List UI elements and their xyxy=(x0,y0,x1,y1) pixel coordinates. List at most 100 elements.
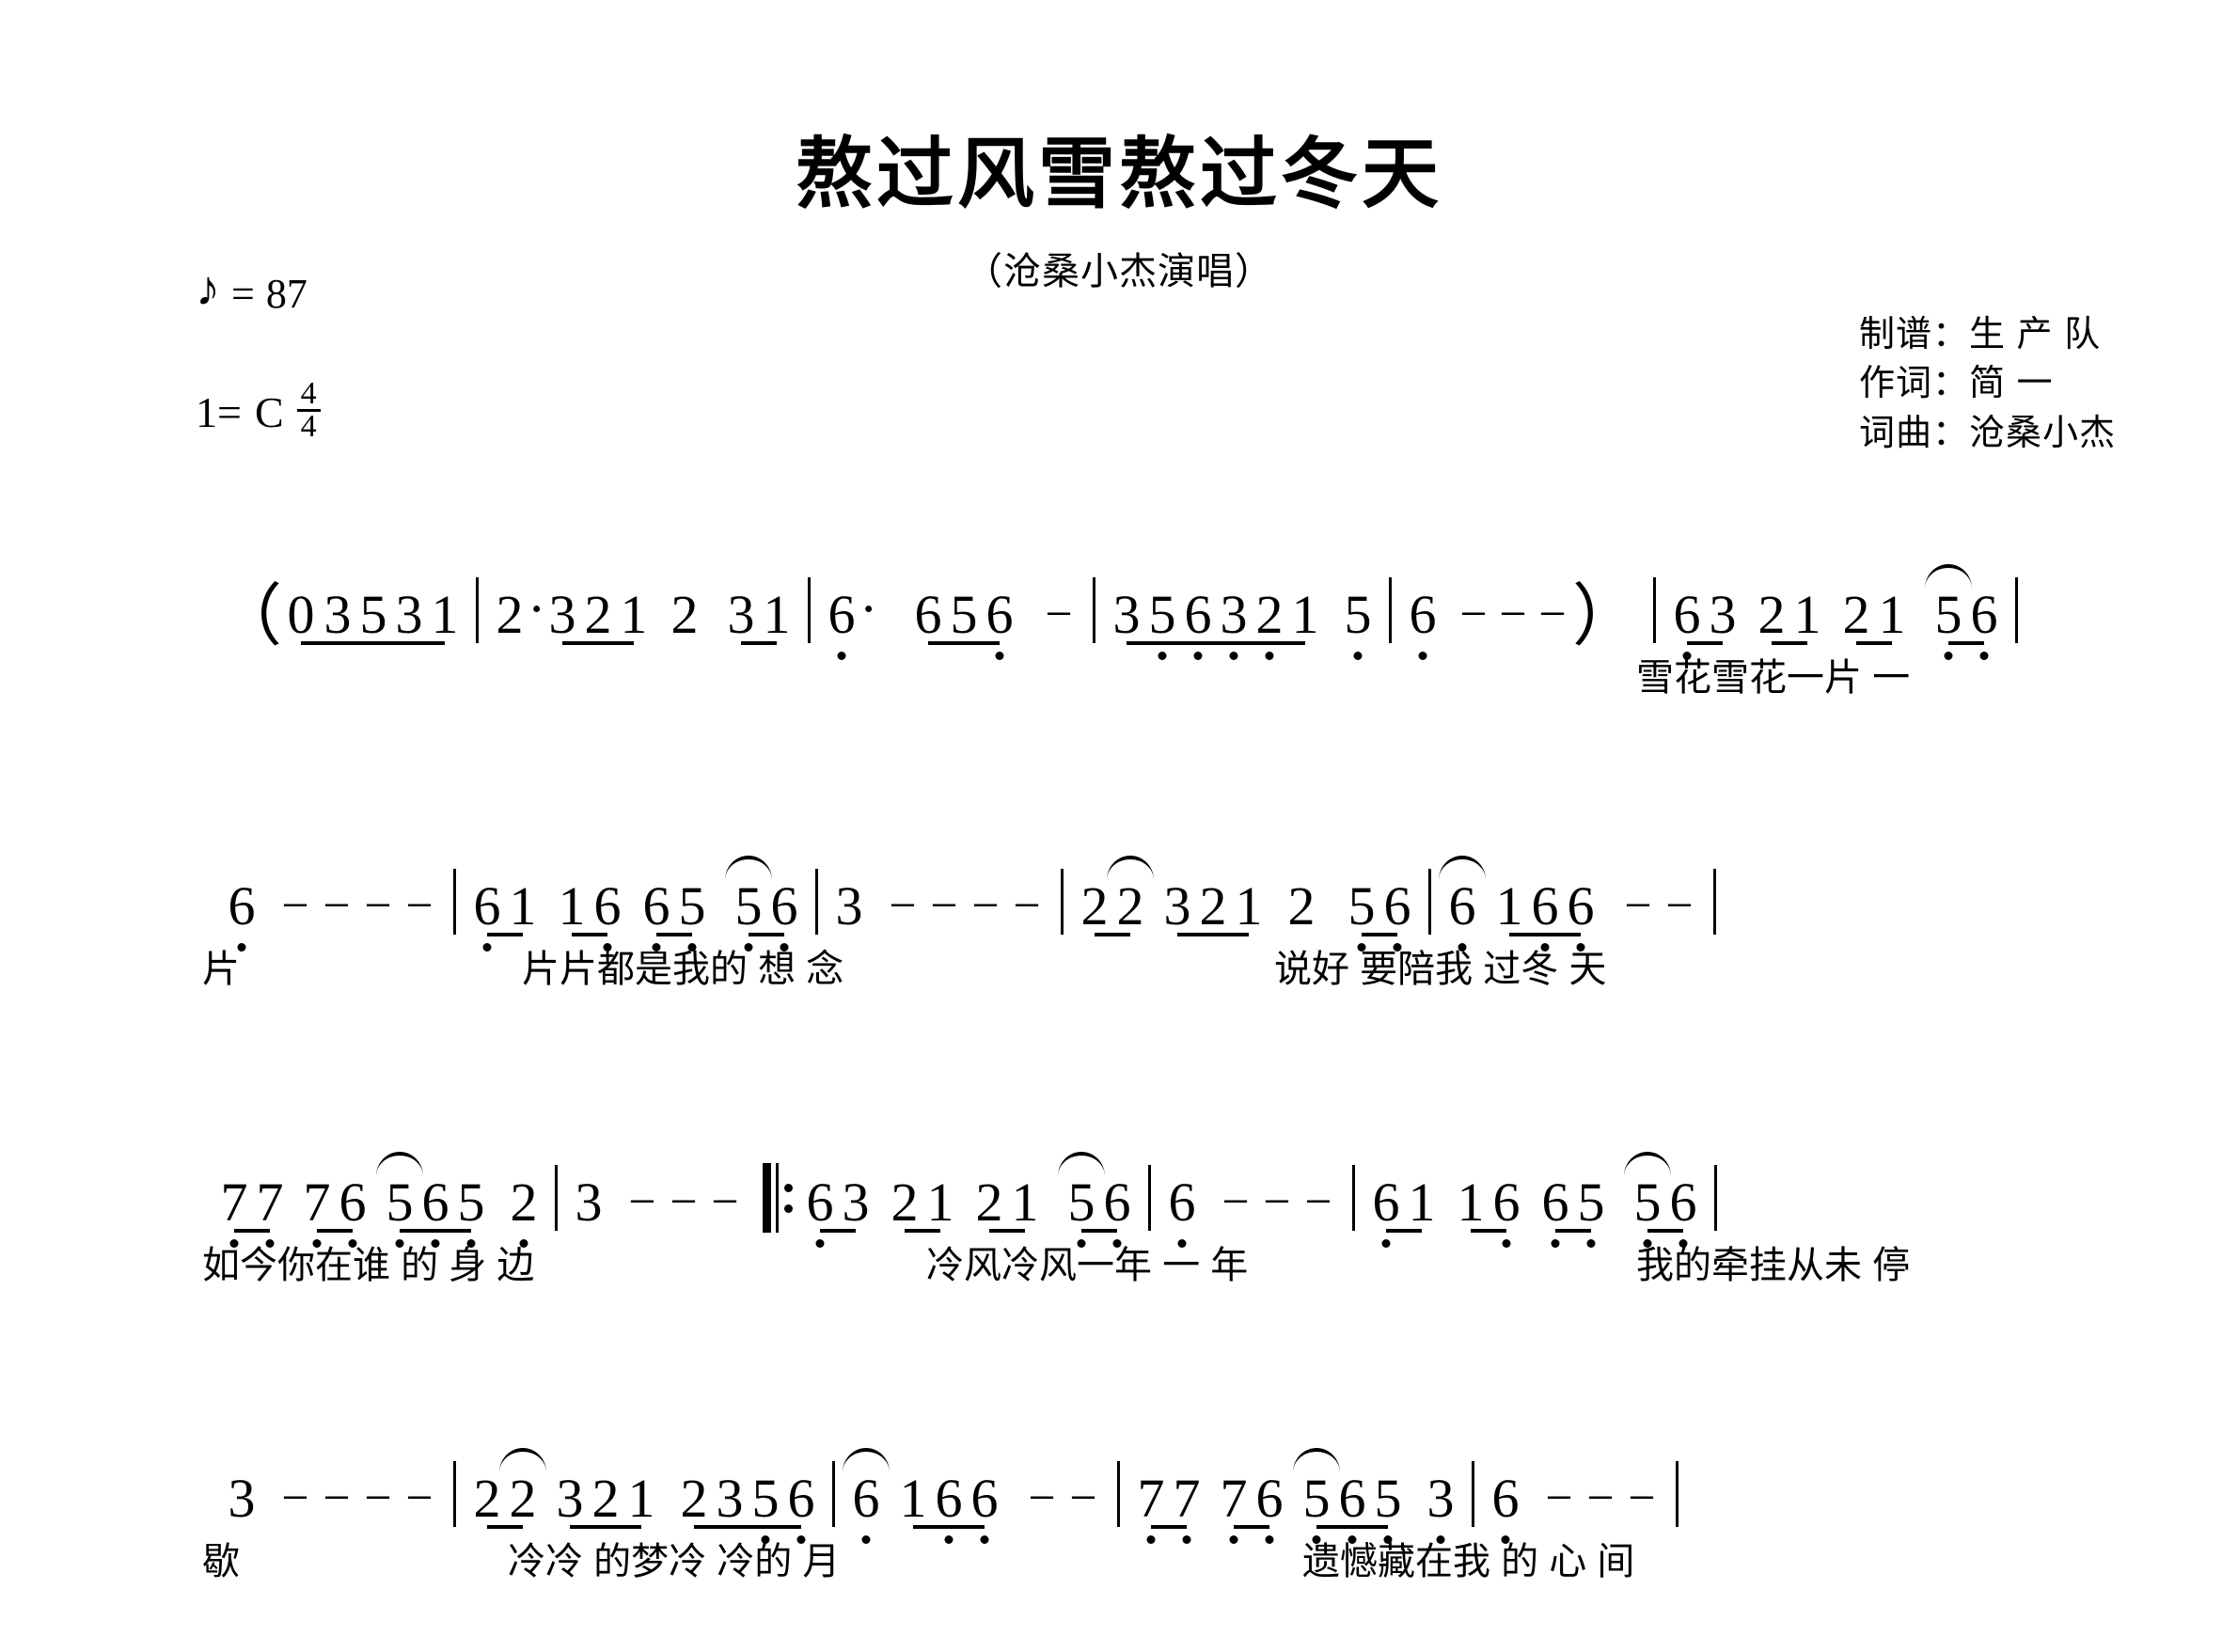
note: 5 xyxy=(376,1152,423,1248)
note: 1 xyxy=(1005,1172,1043,1233)
note: 7 xyxy=(1216,1469,1253,1544)
note: 2 xyxy=(1838,585,1877,645)
note: 1 xyxy=(554,876,591,936)
credit-lyricist: 作词：简 一 xyxy=(1858,364,2054,404)
note: 2 xyxy=(469,1469,507,1529)
note: 5 xyxy=(1571,1172,1609,1248)
note: 5 xyxy=(451,1172,489,1248)
lyrics-row-1: 雪花雪花一片 一 xyxy=(1636,657,1911,699)
barline xyxy=(832,1461,835,1527)
note: 2 xyxy=(586,1469,625,1529)
phrase-open-paren: （ xyxy=(214,579,283,654)
sustain-dash: − xyxy=(1045,588,1073,641)
sustain-dash: − xyxy=(1665,879,1694,933)
note: 7 xyxy=(216,1172,254,1248)
barline xyxy=(1713,869,1716,935)
note: 1 xyxy=(1872,585,1910,645)
lyrics-row-3-b: 冷风冷风一年 一 年 xyxy=(926,1245,1249,1286)
note: 6 xyxy=(1525,876,1565,952)
note: 6 xyxy=(781,1469,819,1544)
barline xyxy=(453,1461,456,1527)
sustain-dash: − xyxy=(323,879,351,933)
note: 1 xyxy=(921,1172,958,1233)
note: 3 xyxy=(318,585,358,645)
sustain-dash: − xyxy=(323,1471,351,1525)
staff-system-3: 7 7 7 6 5 6 5 2 3 − − − 6 3 2 1 xyxy=(0,1142,2238,1312)
key-label: 1= xyxy=(196,388,242,437)
note: 1 xyxy=(1285,585,1323,645)
note: 6 xyxy=(1250,1469,1287,1544)
sustain-dash: − xyxy=(1304,1175,1332,1229)
barline xyxy=(808,577,812,643)
barline xyxy=(1653,577,1657,643)
note: 6 xyxy=(980,585,1017,660)
note: 1 xyxy=(614,585,652,645)
note: 1 xyxy=(895,1469,933,1529)
sustain-dash: − xyxy=(1028,1471,1056,1525)
sustain-dash: − xyxy=(1013,879,1041,933)
note: 3 xyxy=(1109,585,1147,645)
note: 6 xyxy=(965,1469,1002,1544)
note: 3 xyxy=(835,875,863,936)
note: 3 xyxy=(710,1469,749,1529)
staff-system-1: （ 0 3 5 3 1 2 · 3 2 1 2 3 1 6 · 6 5 6 − xyxy=(0,555,2238,724)
credit-arranger: 制谱：生 产 队 xyxy=(1858,315,2102,354)
note: 2 xyxy=(887,1172,924,1233)
sustain-dash: − xyxy=(1459,588,1488,641)
note: 1 xyxy=(1788,585,1825,645)
note: 3 xyxy=(1214,585,1254,660)
note: 6 xyxy=(910,585,949,645)
note: 2 xyxy=(1107,856,1154,936)
note: 2 xyxy=(578,585,619,645)
note: 6 xyxy=(588,876,625,952)
note: 6 xyxy=(1178,585,1219,660)
note: 6 xyxy=(333,1172,370,1248)
barline xyxy=(1352,1165,1355,1231)
sustain-dash: − xyxy=(1263,1175,1291,1229)
staff-system-2: 6 − − − − 6 1 1 6 6 5 5 6 3 − − − − xyxy=(0,846,2238,1015)
note: 1 xyxy=(1491,876,1529,936)
note: 6 xyxy=(416,1172,455,1248)
note: 2 xyxy=(499,1448,546,1529)
sustain-dash: − xyxy=(971,879,1000,933)
note: 1 xyxy=(1453,1172,1490,1233)
sustain-dash: − xyxy=(930,879,958,933)
lyrics-row-4-a: 歇 xyxy=(202,1541,240,1582)
note: 6 xyxy=(1164,1172,1200,1248)
note: 5 xyxy=(725,856,772,952)
page-title: 熬过风雪熬过冬天 xyxy=(795,132,1442,217)
sustain-dash: − xyxy=(1069,1471,1097,1525)
tempo-value: 87 xyxy=(265,270,307,317)
note: 6 xyxy=(1405,585,1441,660)
note: 6 xyxy=(1439,856,1486,952)
note: 6 xyxy=(824,585,859,660)
tempo-marking: ♪ = 87 xyxy=(196,265,307,318)
barline xyxy=(2015,577,2019,643)
sustain-dash: − xyxy=(281,1471,309,1525)
note: 6 xyxy=(1964,585,2002,660)
note: 7 xyxy=(299,1172,337,1248)
note: 2 xyxy=(506,1172,542,1248)
time-signature: 4 4 xyxy=(296,377,321,443)
sustain-dash: − xyxy=(1221,1175,1250,1229)
note: 6 xyxy=(1537,1172,1575,1248)
note: 6 xyxy=(638,876,676,952)
note: 2 xyxy=(1250,585,1290,660)
note: 5 xyxy=(944,585,985,645)
sustain-dash: − xyxy=(889,879,917,933)
sustain-dash: − xyxy=(1499,588,1527,641)
sustain-dash: − xyxy=(405,1471,433,1525)
note: 5 xyxy=(1293,1448,1340,1544)
note: 3 xyxy=(836,1172,874,1233)
note: 3 xyxy=(1703,585,1741,645)
sustain-dash: − xyxy=(281,879,309,933)
note: 1 xyxy=(1229,876,1267,936)
note: 2 xyxy=(670,584,699,645)
barline xyxy=(1061,869,1064,935)
note: 5 xyxy=(1925,564,1973,660)
notation-row-3: 7 7 7 6 5 6 5 2 3 − − − 6 3 2 1 xyxy=(216,1142,1730,1248)
note: 6 xyxy=(1097,1172,1135,1248)
note: 6 xyxy=(1378,876,1415,952)
note: 2 xyxy=(676,1469,714,1529)
sustain-dash: − xyxy=(670,1175,698,1229)
